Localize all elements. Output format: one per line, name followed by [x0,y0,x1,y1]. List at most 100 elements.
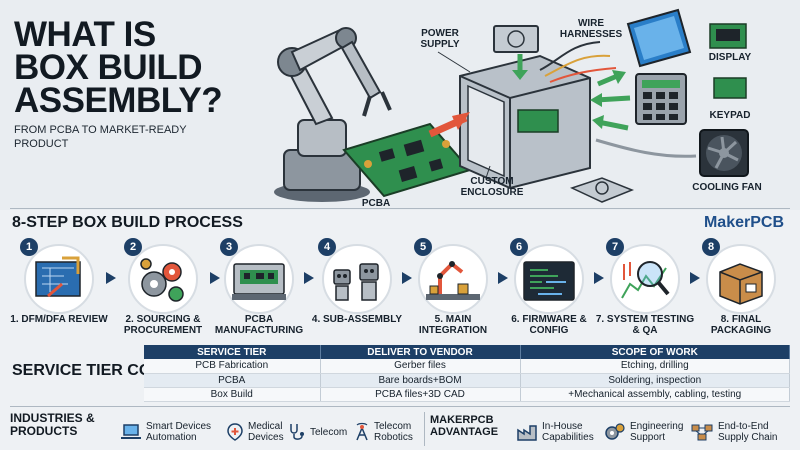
title-line-1: WHAT IS [14,15,156,54]
step-label: 6. FIRMWARE & CONFIG [511,314,587,336]
cell-tier: Box Build [144,387,321,402]
supply-chain-icon [691,424,713,441]
cell-deliverable: PCBA files+3D CAD [320,387,521,402]
step-number: 2 [124,238,142,256]
step-label: 4. SUB-ASSEMBLY [311,314,403,325]
industry-label: Medical Devices [248,421,284,443]
advantage-label: In-House Capabilities [542,421,594,443]
cell-scope: Etching, drilling [520,359,790,374]
stethoscope-icon [290,424,304,440]
robot-arm-icon [274,27,392,202]
smt-machine-icon [232,263,286,300]
chevron-right-icon [594,272,604,284]
gears-icon [605,423,625,440]
advantage-item-in-house: In-House Capabilities [516,418,604,446]
page-title: WHAT IS BOX BUILD ASSEMBLY? [14,15,274,120]
header-service-tier: SERVICE TIER [144,345,321,359]
step-number: 7 [606,238,624,256]
laptop-icon [121,424,141,439]
process-step-8: 8 8. FINAL PACKAGING [696,236,786,342]
table-row: PCBA Bare boards+BOM Soldering, inspecti… [144,373,790,388]
chevron-right-icon [106,272,116,284]
gears-icon [140,258,184,302]
table-header-row: SERVICE TIER DELIVER TO VENDOR SCOPE OF … [144,345,790,359]
label-custom-enclosure: CUSTOM ENCLOSURE [460,176,524,198]
step-number: 4 [318,238,336,256]
step-number: 5 [414,238,432,256]
brand-logo: MakerPCB [703,214,784,231]
assembly-line-icon [426,261,480,300]
pcba-board-icon [342,122,472,198]
industry-item-robotics: Telecom Robotics [354,418,426,446]
industry-label: Smart Devices Automation [146,421,212,443]
display-icon [626,8,747,68]
power-supply-icon [493,25,539,80]
label-display: DISPLAY [708,52,752,63]
advantage-label: Engineering Support [630,421,684,443]
step-number: 6 [510,238,528,256]
label-pcba: PCBA [361,198,391,209]
step-number: 8 [702,238,720,256]
chevron-right-icon [498,272,508,284]
advantage-title: MakerPCB ADVANTAGE [430,414,499,438]
psu-module-icon [569,177,635,203]
step-circle [418,244,488,314]
process-step-7: 7 7. SYSTEM TESTING & QA [596,236,694,342]
step-label: 5. MAIN INTEGRATION [418,314,488,336]
header-scope-of-work: SCOPE OF WORK [520,345,790,359]
footer-separator [424,412,425,446]
terminal-icon [523,261,575,301]
table-row: PCB Fabrication Gerber files Etching, dr… [144,359,790,374]
industries-title: INDUSTRIES & PRODUCTS [10,411,95,438]
process-step-2: 2 2. SOURCING & PROCUREMENT [118,236,208,342]
title-line-2: BOX BUILD [14,48,203,87]
chevron-right-icon [304,272,314,284]
advantage-item-engineering: Engineering Support [604,418,688,446]
keypad-icon [590,73,747,131]
step-number: 1 [20,238,38,256]
industry-label: Telecom [310,426,348,438]
industry-label: Telecom Robotics [374,421,413,443]
process-step-3: 3 PCBA MANUFACTURING [214,236,304,342]
step-label: PCBA MANUFACTURING [214,314,304,336]
step-number: 3 [220,238,238,256]
hero-section: WHAT IS BOX BUILD ASSEMBLY? FROM PCBA TO… [0,0,800,210]
label-keypad: KEYPAD [709,110,751,121]
chevron-right-icon [690,272,700,284]
advantage-item-supply-chain: End-to-End Supply Chain [690,418,794,446]
chevron-right-icon [402,272,412,284]
step-label: 7. SYSTEM TESTING & QA [595,314,695,336]
footer-divider [10,406,790,407]
title-line-3: ASSEMBLY? [14,81,223,120]
hero-illustration [274,8,749,203]
cell-tier: PCB Fabrication [144,359,321,374]
process-step-1: 1 1. DFM/DFA REVIEW [10,236,108,342]
industry-item-telecom: Telecom [288,418,352,446]
table-row: Box Build PCBA files+3D CAD +Mechanical … [144,387,790,402]
cell-scope: +Mechanical assembly, cabling, testing [520,387,790,402]
step-label: 8. FINAL PACKAGING [710,314,772,336]
advantage-label: End-to-End Supply Chain [718,421,778,443]
factory-icon [517,425,537,441]
label-power-supply: POWER SUPPLY [420,28,460,50]
enclosure-icon [428,54,591,190]
cell-deliverable: Bare boards+BOM [320,373,521,388]
antenna-icon [356,422,368,441]
hero-divider [10,208,790,209]
chevron-right-icon [210,272,220,284]
blueprint-icon [35,256,81,298]
medical-icon [227,423,243,441]
page-subtitle: FROM PCBA TO MARKET-READY PRODUCT [14,124,187,150]
wire-harness-icon [539,41,626,87]
cooling-fan-icon [595,129,749,177]
package-box-icon [719,263,763,305]
cell-tier: PCBA [144,373,321,388]
label-wire-harnesses: WIRE HARNESSES [559,18,623,40]
process-step-6: 6 6. FIRMWARE & CONFIG [504,236,594,342]
comparison-table: SERVICE TIER DELIVER TO VENDOR SCOPE OF … [144,345,790,402]
cell-scope: Soldering, inspection [520,373,790,388]
header-deliver-to-vendor: DELIVER TO VENDOR [320,345,521,359]
process-step-5: 5 5. MAIN INTEGRATION [408,236,498,342]
label-cooling-fan: COOLING FAN [692,182,762,193]
process-step-4: 4 4. SUB-ASSEMBLY [312,236,402,342]
